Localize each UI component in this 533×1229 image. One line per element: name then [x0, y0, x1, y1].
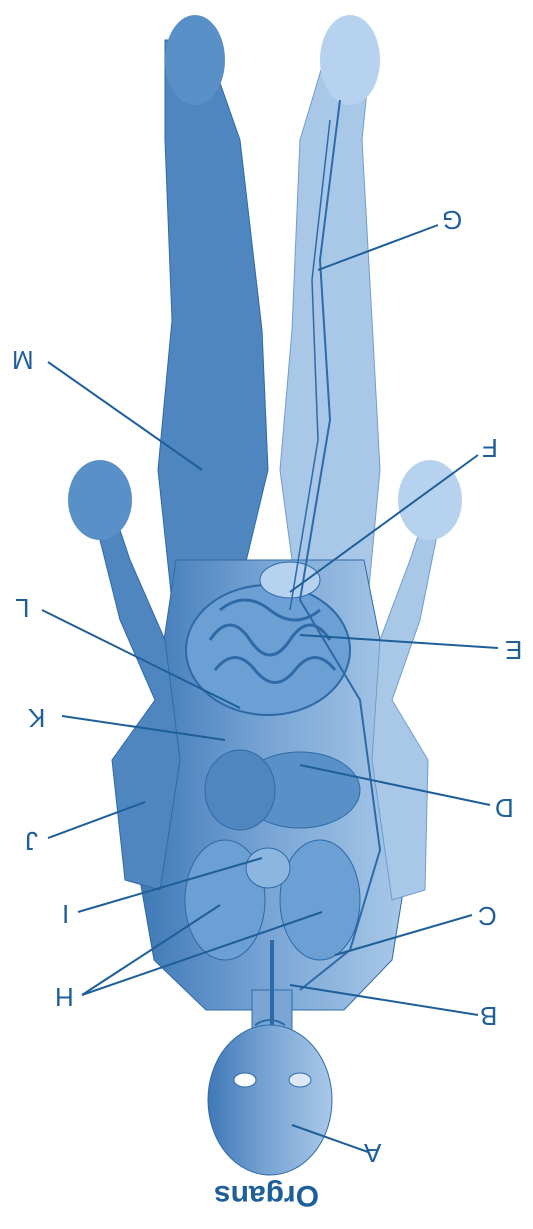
label-E: E — [505, 637, 522, 663]
head — [208, 1025, 332, 1175]
label-A: A — [364, 1140, 381, 1166]
stomach — [205, 750, 275, 830]
intestines — [186, 585, 350, 715]
label-F: F — [482, 435, 498, 461]
right-leg — [280, 40, 380, 640]
label-L: L — [15, 595, 29, 621]
bladder — [260, 562, 320, 598]
heart — [246, 848, 290, 888]
right-hand — [398, 460, 462, 540]
diagram-title: Organs — [0, 1180, 533, 1210]
label-C: C — [478, 903, 497, 929]
label-K: K — [28, 705, 45, 731]
eye-right — [289, 1073, 311, 1087]
left-foot — [165, 15, 225, 105]
label-G: G — [442, 207, 462, 233]
label-B: B — [480, 1003, 497, 1029]
left-hand — [68, 460, 132, 540]
label-J: J — [25, 828, 38, 854]
label-H: H — [55, 984, 74, 1010]
label-M: M — [12, 347, 34, 373]
label-D: D — [495, 795, 514, 821]
label-I: I — [62, 901, 69, 927]
right-foot — [320, 15, 380, 105]
left-leg — [158, 40, 268, 640]
eye-left — [234, 1073, 256, 1087]
left-arm — [82, 500, 180, 890]
right-arm — [372, 500, 455, 900]
right-lung — [280, 840, 360, 960]
